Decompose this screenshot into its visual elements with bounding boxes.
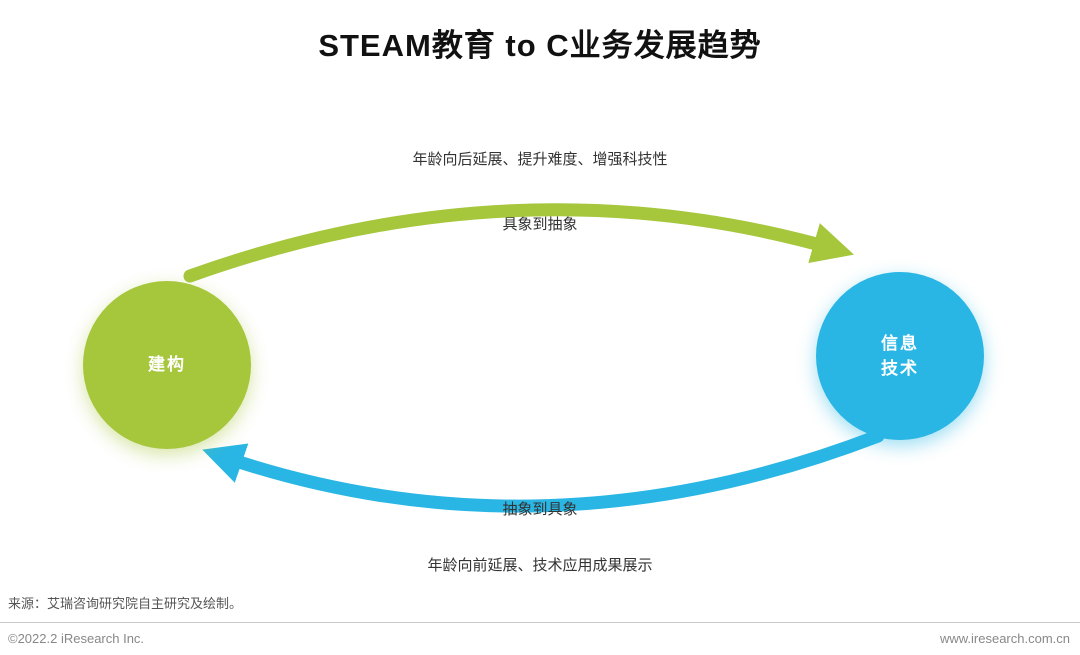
source-note: 来源：艾瑞咨询研究院自主研究及绘制。 <box>8 596 243 611</box>
arrow-it-to-construction <box>202 429 885 513</box>
node-construction-label: 建构 <box>148 355 186 375</box>
footer: ©2022.2 iResearch Inc. www.iresearch.com… <box>0 631 1080 646</box>
node-information-technology-label: 信息 技术 <box>881 333 919 379</box>
bottom-arrow-outer-label: 年龄向前延展、技术应用成果展示 <box>427 557 653 574</box>
top-arrow-outer-label: 年龄向后延展、提升难度、增强科技性 <box>412 151 668 168</box>
node-construction: 建构 <box>83 281 251 449</box>
footer-divider <box>0 622 1080 623</box>
bottom-arrow-inner-label: 抽象到具象 <box>502 501 578 518</box>
top-arrow-inner-label: 具象到抽象 <box>502 216 578 233</box>
page-title: STEAM教育 to C业务发展趋势 <box>318 28 762 63</box>
footer-copyright: ©2022.2 iResearch Inc. <box>8 631 145 646</box>
node-information-technology: 信息 技术 <box>816 272 984 440</box>
footer-website: www.iresearch.com.cn <box>939 631 1070 646</box>
